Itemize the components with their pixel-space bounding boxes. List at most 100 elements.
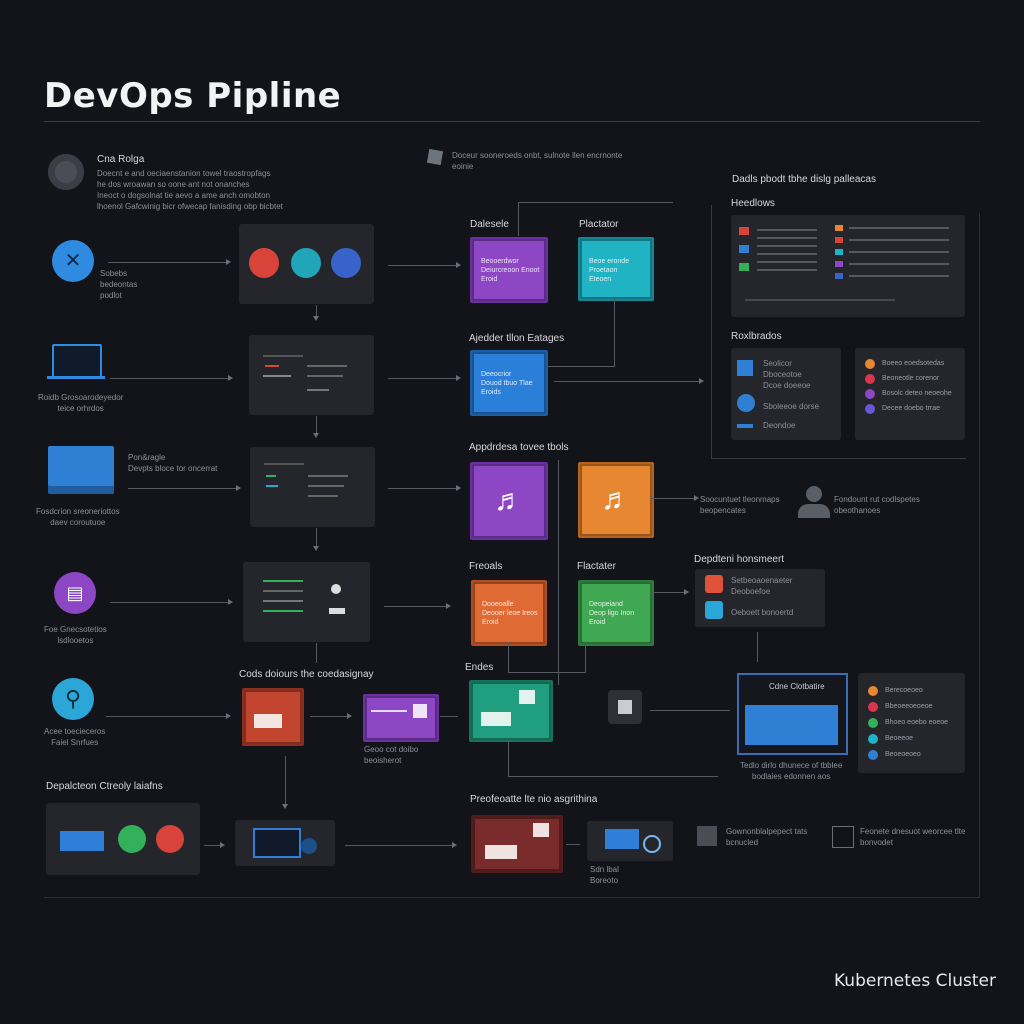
code-line bbox=[308, 475, 348, 477]
node-text: Deeocrior Douod tbuo Tlae Eroids bbox=[481, 371, 533, 396]
text-lines bbox=[757, 229, 817, 275]
code-panel-3[interactable] bbox=[243, 562, 370, 642]
document-icon[interactable]: ▤ bbox=[54, 572, 96, 614]
label-dedis-panel: Dadls pbodt tbhe dislg palleacas bbox=[732, 174, 876, 185]
icon bbox=[835, 249, 843, 255]
laptop-base bbox=[47, 376, 105, 379]
label-freoals: Freoals bbox=[469, 561, 503, 572]
connector bbox=[384, 606, 446, 607]
rox-right-panel[interactable]: Boeeo eoedsotedas Beoneotle corenor Boso… bbox=[855, 348, 965, 440]
label-endes: Endes bbox=[465, 662, 494, 673]
label-dalesete: Dalesele bbox=[470, 219, 509, 230]
dashboard-panel[interactable] bbox=[731, 215, 965, 317]
monitor-panel[interactable] bbox=[235, 820, 335, 866]
connector bbox=[285, 756, 286, 806]
search-icon[interactable]: ⚲ bbox=[52, 678, 94, 720]
diagram-right-border bbox=[979, 213, 980, 897]
header-center-text: Doceur sooneroeds onbt, sulnote llen enc… bbox=[452, 150, 622, 172]
node-teal-endes[interactable] bbox=[469, 680, 553, 742]
arrow-right-icon bbox=[446, 603, 451, 609]
monitor-caption: Tedlo dirlo dhunece of tbblee bodlaies e… bbox=[740, 761, 843, 781]
arrow-right-icon bbox=[347, 713, 352, 719]
dashboard-card-icon[interactable] bbox=[48, 446, 114, 494]
node-orange-mid[interactable]: Dooeoalle Deooer leoe Ireos Eroid bbox=[471, 580, 547, 646]
arrow-right-icon bbox=[226, 713, 231, 719]
connector bbox=[440, 716, 458, 717]
left-caption-2: Roidb Grosoarodeyedor teice orhrdos bbox=[38, 393, 124, 413]
rox-left-list: Seolicor Dboceotoe Dcoe doeeoe Sboleeoe … bbox=[763, 359, 820, 430]
label-ajedder: Ajedder tllon Eatages bbox=[469, 333, 565, 344]
connector bbox=[614, 298, 615, 366]
label-preofeoatte: Preofeoatte lte nio asgrithina bbox=[470, 794, 598, 805]
arrow-right-icon bbox=[456, 262, 461, 268]
icon bbox=[737, 394, 755, 412]
package-icon bbox=[426, 148, 444, 166]
panel-bracket bbox=[711, 205, 712, 458]
monitor-icon bbox=[253, 828, 301, 858]
arrow-down-icon bbox=[313, 316, 319, 321]
green-icon bbox=[118, 825, 146, 853]
laptop-icon[interactable] bbox=[52, 344, 102, 378]
left-caption-5: Foe Gnecsotetios lsdlooetos bbox=[44, 625, 107, 645]
tools-icon[interactable]: ✕ bbox=[52, 240, 94, 282]
container-icon bbox=[254, 714, 282, 728]
arrow-right-icon bbox=[228, 599, 233, 605]
connector bbox=[128, 488, 236, 489]
node-text: Dooeoalle Deooer leoe Ireos Eroid bbox=[482, 601, 538, 626]
deployment-detail-panel[interactable]: Setbeoaoenaeter Deoboefoe Oeboett bonoer… bbox=[695, 569, 825, 627]
arrow-right-icon bbox=[452, 842, 457, 848]
header-line: he dos wroawan so oone ant not onanches bbox=[97, 180, 250, 189]
icon bbox=[739, 227, 749, 235]
left-caption-4: Fosdcrion sreoneriottos daev coroutuoe bbox=[36, 507, 120, 527]
node-red-cods[interactable] bbox=[242, 688, 304, 746]
preview-panel[interactable] bbox=[587, 821, 673, 861]
connector bbox=[650, 498, 695, 499]
box-icon bbox=[697, 826, 717, 846]
code-line bbox=[266, 475, 276, 477]
node-text: Deopeiand Deop ligo Inon Eroid bbox=[589, 601, 635, 626]
node-cyan-top[interactable]: Beoe eronde Proetaon Eteoen bbox=[578, 237, 654, 301]
code-line bbox=[264, 463, 304, 465]
header-line: eoinie bbox=[452, 162, 474, 171]
label-flactater: Flactater bbox=[577, 561, 616, 572]
connector bbox=[757, 632, 758, 662]
header-line: Doecnt e and oeciaenstanion towel traost… bbox=[97, 169, 271, 178]
arrow-right-icon bbox=[694, 495, 699, 501]
tools-panel[interactable] bbox=[239, 224, 374, 304]
node-orange-big[interactable]: ♬ bbox=[578, 462, 654, 538]
monitor-frame[interactable]: Cdne Clotbatire bbox=[737, 673, 848, 755]
chat-icon bbox=[643, 835, 661, 853]
node-purple-big[interactable]: ♬ bbox=[470, 462, 548, 540]
node-blue-mid[interactable]: Deeocrior Douod tbuo Tlae Eroids bbox=[470, 350, 548, 416]
tool-icon-red bbox=[249, 248, 279, 278]
node-purple-cods[interactable] bbox=[363, 694, 439, 742]
icon bbox=[705, 575, 723, 593]
icon bbox=[835, 237, 843, 243]
truck-icon bbox=[60, 831, 104, 851]
deployment-panel[interactable] bbox=[46, 803, 200, 875]
header-left-text: Doecnt e and oeciaenstanion towel traost… bbox=[97, 168, 283, 212]
code-panel-2[interactable] bbox=[250, 447, 375, 527]
node-green-mid[interactable]: Deopeiand Deop ligo Inon Eroid bbox=[578, 580, 654, 646]
connector bbox=[545, 366, 615, 367]
arrow-right-icon bbox=[456, 485, 461, 491]
panel-bracket bbox=[711, 458, 966, 459]
connector bbox=[310, 716, 348, 717]
status-item: Beoeoeoeo bbox=[868, 747, 948, 763]
cpu-icon[interactable] bbox=[608, 690, 642, 724]
rox-left-panel[interactable]: Seolicor Dboceotoe Dcoe doeeoe Sboleeoe … bbox=[731, 348, 841, 440]
rox-item: Boeeo eoedsotedas bbox=[865, 356, 952, 371]
node-maroon[interactable] bbox=[471, 815, 563, 873]
server-icon bbox=[413, 704, 427, 718]
connector bbox=[345, 845, 453, 846]
header-left-heading: Cna Rolga bbox=[97, 154, 145, 165]
code-line bbox=[263, 600, 303, 602]
connector bbox=[204, 845, 222, 846]
code-panel-1[interactable] bbox=[249, 335, 374, 415]
status-list-panel[interactable]: Berecoeoeo Bbeoeeoeoeoe Bhoeo eoebo eoeo… bbox=[858, 673, 965, 773]
node-purple-top[interactable]: Beooerdwor Deiurcreoon Enoot Eroid bbox=[470, 237, 548, 303]
cods-caption: Geoo cot doibo beoisherot bbox=[364, 745, 419, 765]
server-icon bbox=[533, 823, 549, 837]
status-item: Bbeoeeoeoeoe bbox=[868, 699, 948, 715]
connector bbox=[316, 416, 317, 436]
